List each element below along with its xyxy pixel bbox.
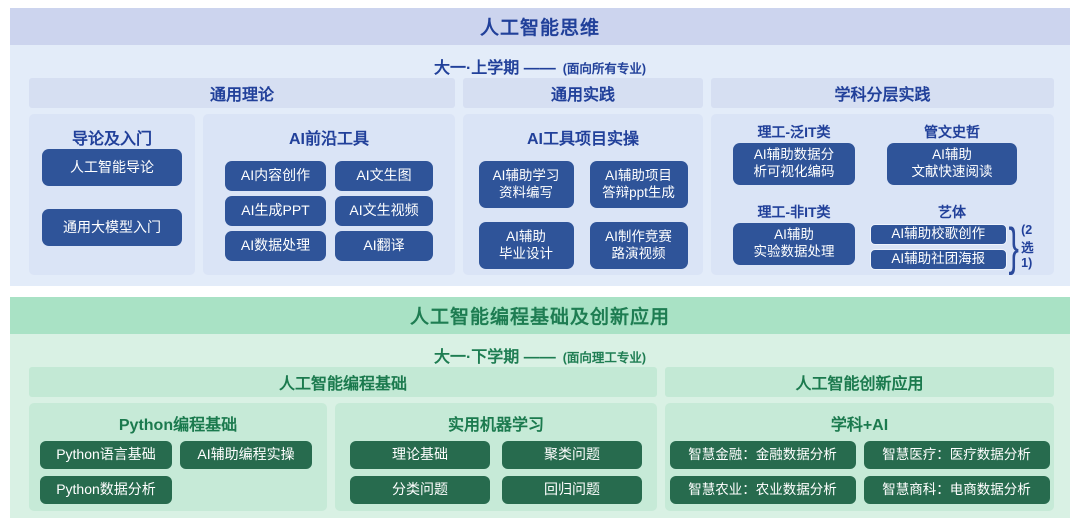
header-programming-basics: 人工智能编程基础 [29, 367, 657, 397]
section-title-bar: 人工智能思维 [10, 8, 1070, 45]
course-chip[interactable]: AI内容创作 [225, 161, 326, 191]
group-label-stem-non-it: 理工-非IT类 [757, 204, 831, 220]
course-chip[interactable]: AI辅助社团海报 [869, 248, 1007, 270]
course-chip[interactable]: 智慧医疗：医疗数据分析 [863, 441, 1050, 469]
discipline-grid: 智慧金融：金融数据分析 智慧医疗：医疗数据分析 智慧农业：农业数据分析 智慧商科… [665, 441, 1054, 504]
course-chip[interactable]: AI翻译 [335, 231, 433, 261]
panel-intro-courses: 导论及入门 人工智能导论 通用大模型入门 [29, 114, 195, 275]
course-chip[interactable]: AI制作竞赛 路演视频 [589, 222, 688, 269]
panel-title: Python编程基础 [118, 417, 238, 434]
semester-subtitle: 大一·下学期 —— (面向理工专业) [10, 334, 1070, 366]
course-chip[interactable]: 分类问题 [350, 476, 490, 504]
section-title: 人工智能思维 [479, 18, 600, 39]
audience-note: (面向所有专业) [562, 62, 647, 76]
course-chip[interactable]: 智慧农业：农业数据分析 [669, 476, 856, 504]
course-chip[interactable]: AI文生视频 [335, 196, 433, 226]
category-header-row: 人工智能编程基础 人工智能创新应用 [10, 367, 1070, 397]
course-chip[interactable]: AI辅助 实验数据处理 [733, 223, 855, 265]
panel-title: AI前沿工具 [288, 131, 369, 148]
panel-ai-frontier-tools: AI前沿工具 AI内容创作 AI文生图 AI生成PPT AI文生视频 AI数据处… [203, 114, 455, 275]
course-chip[interactable]: 回归问题 [502, 476, 642, 504]
choice-note: (2选1) [1021, 223, 1034, 270]
category-header-row: 通用理论 通用实践 学科分层实践 [10, 78, 1070, 108]
practice-grid: AI辅助学习 资料编写 AI辅助项目 答辩ppt生成 AI辅助 毕业设计 AI制… [463, 161, 703, 269]
ml-grid: 理论基础 聚类问题 分类问题 回归问题 [335, 441, 657, 504]
audience-note: (面向理工专业) [562, 351, 647, 365]
course-chip[interactable]: 聚类问题 [502, 441, 642, 469]
panel-python-basics: Python编程基础 Python语言基础 AI辅助编程实操 Python数据分… [29, 403, 327, 511]
course-chip[interactable]: Python语言基础 [40, 441, 172, 469]
course-chip[interactable]: AI辅助项目 答辩ppt生成 [589, 161, 688, 208]
python-rows: Python语言基础 AI辅助编程实操 Python数据分析 [29, 435, 327, 504]
group-label-humanities: 管文史哲 [924, 124, 980, 140]
section-ai-programming: 人工智能编程基础及创新应用 大一·下学期 —— (面向理工专业) 人工智能编程基… [10, 297, 1070, 518]
course-chip[interactable]: AI文生图 [335, 161, 433, 191]
section-title-bar: 人工智能编程基础及创新应用 [10, 297, 1070, 334]
top-panels-row: 导论及入门 人工智能导论 通用大模型入门 AI前沿工具 AI内容创作 AI文生图… [10, 114, 1070, 275]
course-chip[interactable]: 人工智能导论 [42, 149, 182, 186]
section-ai-thinking: 人工智能思维 大一·上学期 —— (面向所有专业) 通用理论 通用实践 学科分层… [10, 8, 1070, 286]
course-chip[interactable]: 通用大模型入门 [42, 209, 182, 246]
course-chip[interactable]: AI辅助编程实操 [180, 441, 312, 469]
panel-discipline-layered-practice: 理工-泛IT类 AI辅助数据分 析可视化编码 理工-非IT类 AI辅助 实验数据… [711, 114, 1054, 275]
panel-title: AI工具项目实操 [526, 131, 639, 148]
semester-label: 大一·下学期 —— [433, 349, 556, 366]
course-chip[interactable]: 智慧商科：电商数据分析 [863, 476, 1050, 504]
panel-discipline-plus-ai: 学科+AI 智慧金融：金融数据分析 智慧医疗：医疗数据分析 智慧农业：农业数据分… [665, 403, 1054, 511]
course-chip[interactable]: 理论基础 [350, 441, 490, 469]
group-label-arts-sports: 艺体 [938, 204, 966, 220]
header-general-theory: 通用理论 [29, 78, 455, 108]
panel-ai-project-practice: AI工具项目实操 AI辅助学习 资料编写 AI辅助项目 答辩ppt生成 AI辅助… [463, 114, 703, 275]
section-title: 人工智能编程基础及创新应用 [409, 307, 670, 328]
choice-options: AI辅助校歌创作 AI辅助社团海报 [869, 223, 1007, 270]
course-chip[interactable]: AI辅助 毕业设计 [478, 222, 574, 269]
course-chip[interactable]: Python数据分析 [40, 476, 172, 504]
layered-right-column: 管文史哲 AI辅助 文献快速阅读 艺体 AI辅助校歌创作 AI辅助社团海报 } … [869, 122, 1034, 275]
course-chip[interactable]: AI辅助数据分 析可视化编码 [733, 143, 855, 185]
course-chip[interactable]: AI辅助 文献快速阅读 [887, 143, 1017, 185]
course-chip[interactable]: AI辅助学习 资料编写 [478, 161, 574, 208]
layered-left-column: 理工-泛IT类 AI辅助数据分 析可视化编码 理工-非IT类 AI辅助 实验数据… [725, 122, 863, 275]
course-chip[interactable]: 智慧金融：金融数据分析 [669, 441, 856, 469]
panel-machine-learning: 实用机器学习 理论基础 聚类问题 分类问题 回归问题 [335, 403, 657, 511]
course-chip[interactable]: AI生成PPT [225, 196, 326, 226]
choice-group: AI辅助校歌创作 AI辅助社团海报 } (2选1) [869, 217, 1035, 276]
row: Python语言基础 AI辅助编程实操 [40, 441, 316, 469]
panel-title: 实用机器学习 [447, 417, 544, 434]
row: Python数据分析 [40, 476, 316, 504]
group-label-stem-it: 理工-泛IT类 [757, 124, 831, 140]
header-general-practice: 通用实践 [463, 78, 703, 108]
tools-grid: AI内容创作 AI文生图 AI生成PPT AI文生视频 AI数据处理 AI翻译 [203, 161, 455, 261]
panel-title: 学科+AI [830, 417, 889, 434]
course-chip[interactable]: AI辅助校歌创作 [869, 223, 1007, 245]
brace-icon: } [1008, 217, 1019, 276]
course-chip[interactable]: AI数据处理 [225, 231, 326, 261]
semester-label: 大一·上学期 —— [433, 60, 556, 77]
header-layered-practice: 学科分层实践 [711, 78, 1054, 108]
semester-subtitle: 大一·上学期 —— (面向所有专业) [10, 45, 1070, 77]
panel-title: 导论及入门 [71, 131, 152, 148]
header-innovation-apps: 人工智能创新应用 [665, 367, 1054, 397]
bottom-panels-row: Python编程基础 Python语言基础 AI辅助编程实操 Python数据分… [10, 403, 1070, 511]
